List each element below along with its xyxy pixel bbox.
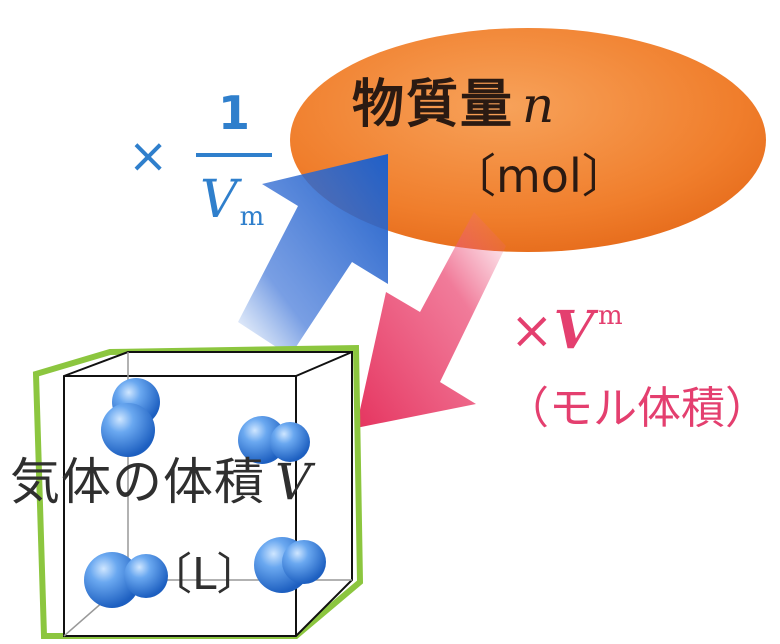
gas-molecules [84, 378, 326, 608]
molecule [124, 554, 168, 598]
to-volume-operator: × [510, 301, 554, 361]
amount-unit: 〔mol〕 [450, 149, 628, 203]
to-amount-denominator: Vm [200, 170, 264, 232]
amount-symbol: n [522, 76, 557, 134]
molecule [270, 422, 310, 462]
to-amount-numerator: 1 [218, 86, 251, 140]
to-amount-arrow [238, 154, 388, 356]
to-volume-arrow [356, 212, 506, 428]
molecule [101, 403, 155, 457]
molecule [282, 540, 326, 584]
molar-volume-note: （モル体積） [505, 383, 769, 434]
molecule [84, 552, 140, 608]
to-volume-symbol: V [553, 300, 594, 361]
amount-title: 物質量 [352, 75, 515, 135]
gas-unit: 〔L〕 [148, 549, 261, 600]
to-volume-subscript: m [597, 301, 623, 331]
gas-symbol: V [275, 453, 313, 511]
gas-title: 気体の体積 [10, 453, 265, 511]
to-amount-denominator-subscript: m [239, 202, 265, 232]
to-amount-denominator-symbol: V [200, 170, 238, 230]
to-amount-operator: × [128, 128, 169, 184]
amount-node-shape [290, 28, 766, 252]
